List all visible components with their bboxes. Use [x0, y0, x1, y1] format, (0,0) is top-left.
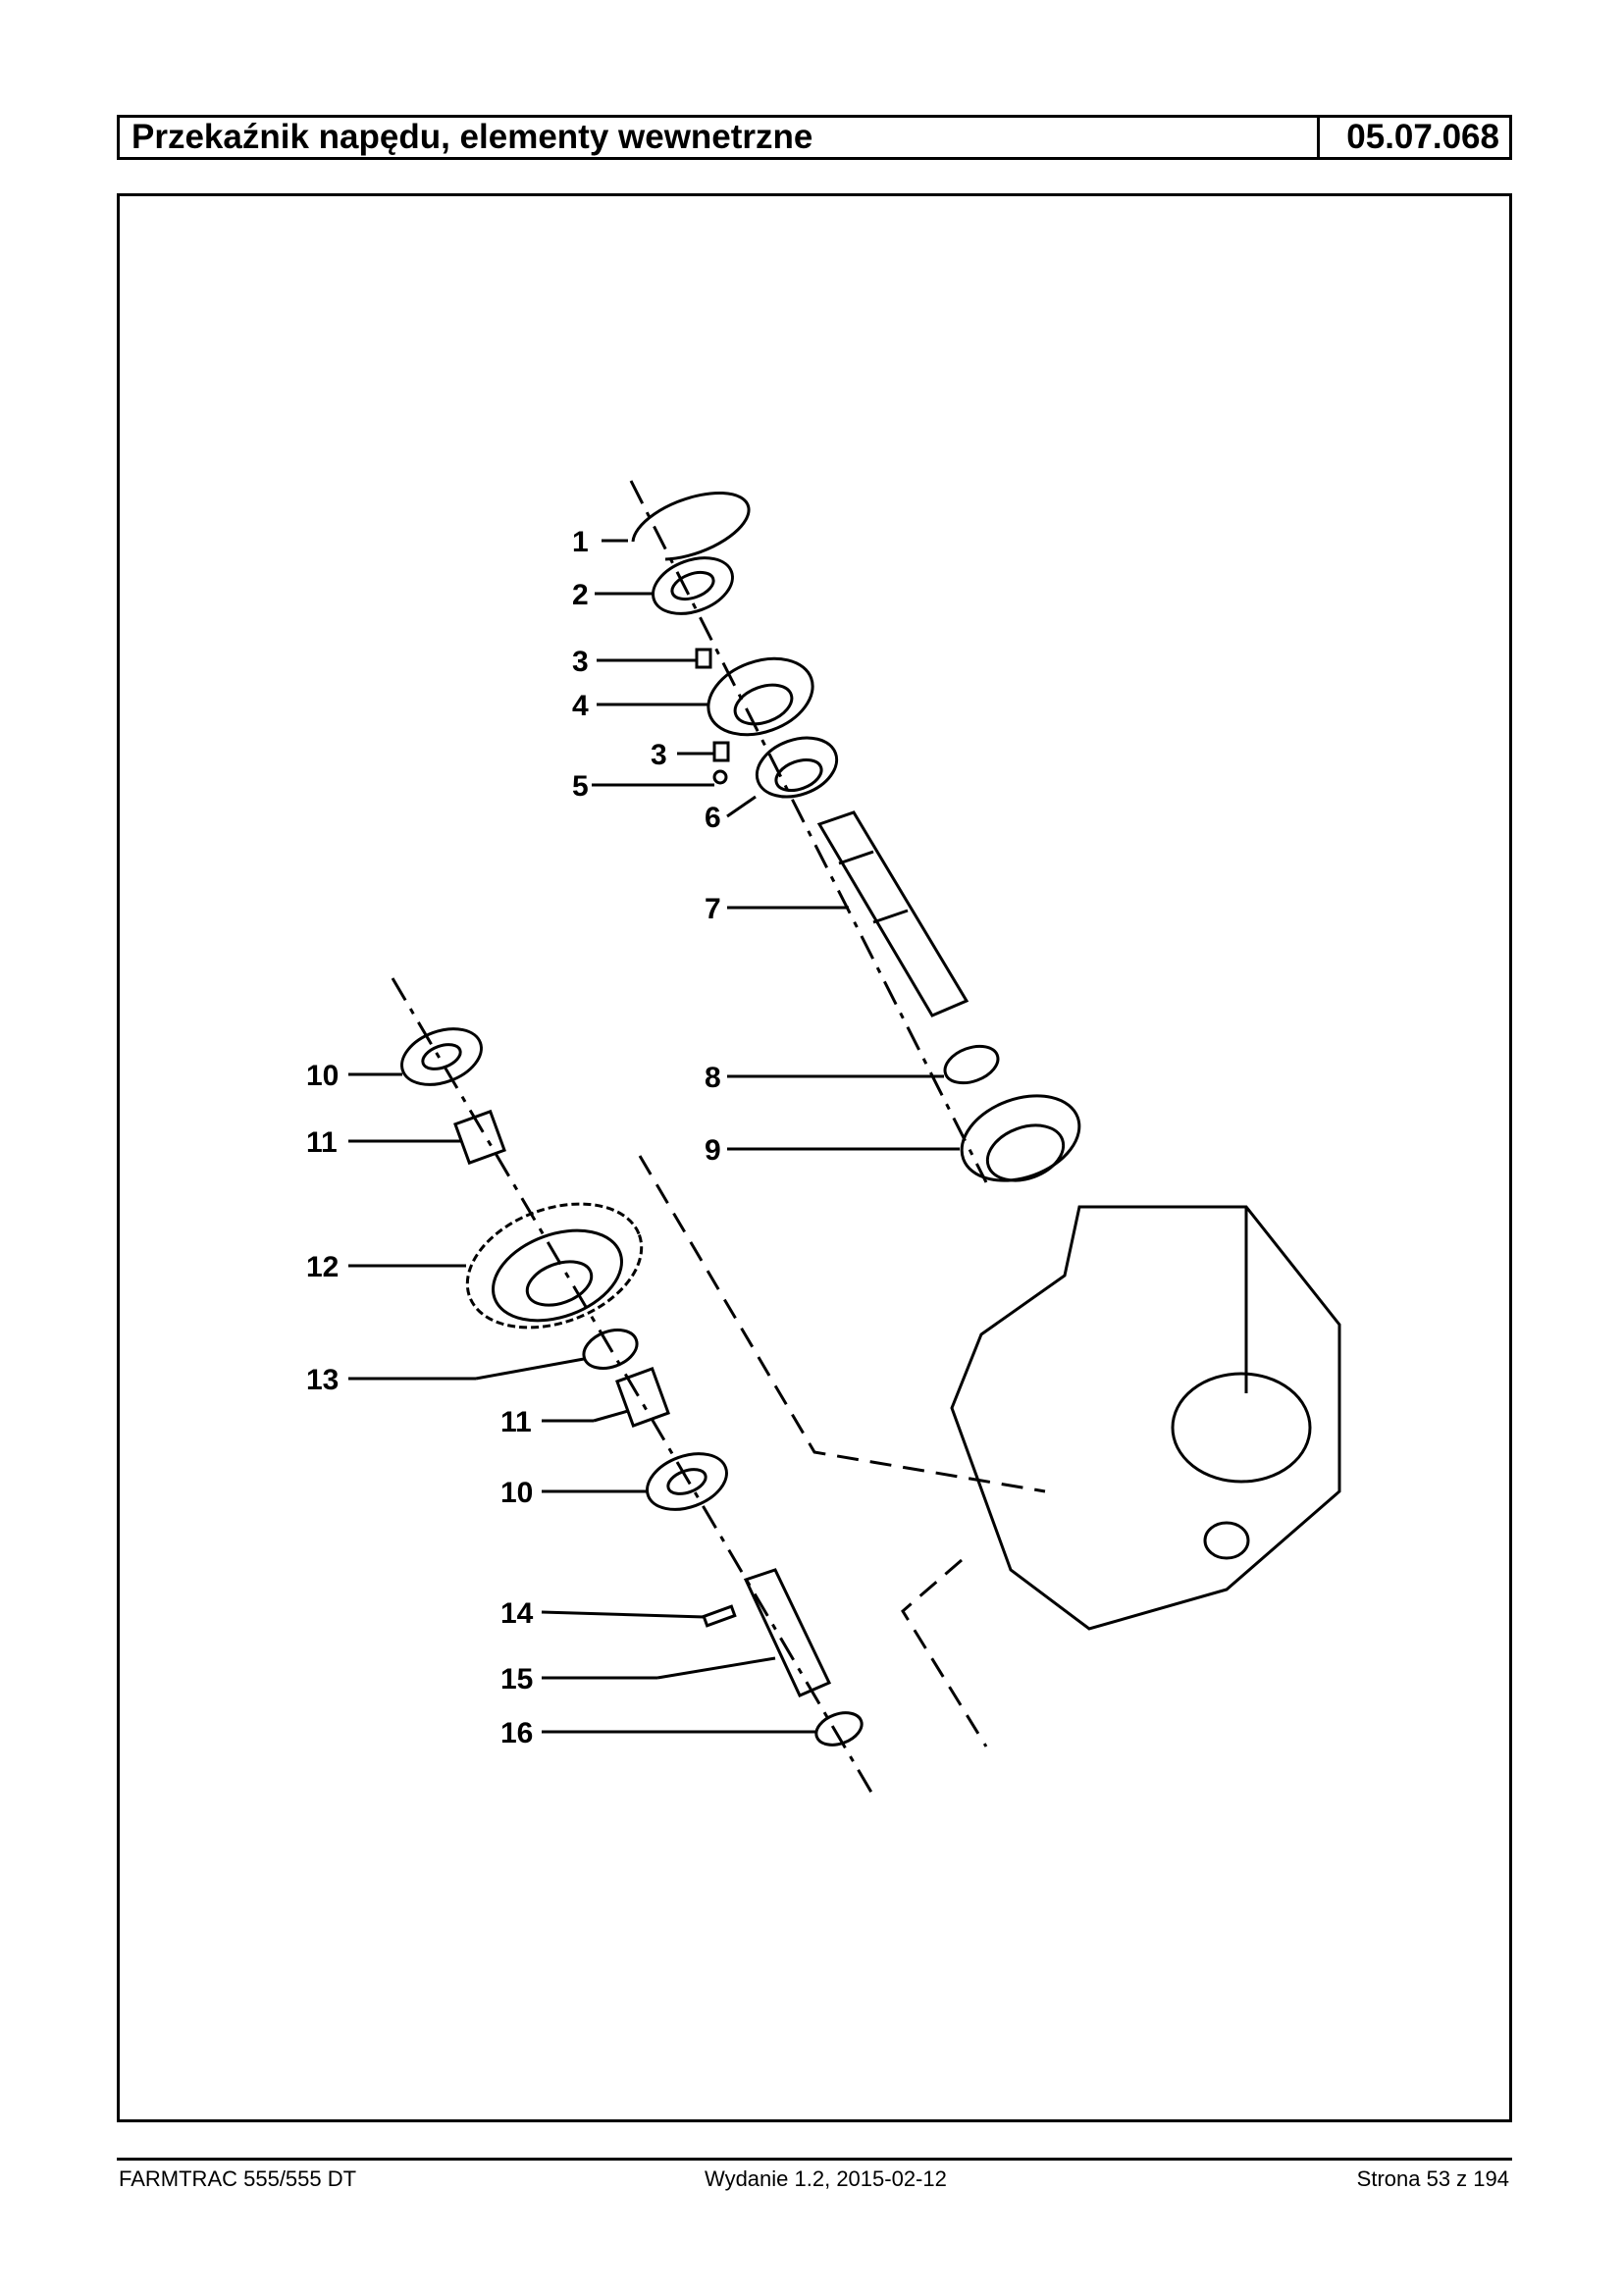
ball-part	[712, 769, 728, 785]
callout-11b: 11	[500, 1406, 532, 1438]
washer-part	[652, 556, 734, 615]
callout-7: 7	[705, 893, 721, 925]
footer-model: FARMTRAC 555/555 DT	[119, 2166, 357, 2191]
callout-1: 1	[572, 526, 589, 558]
thrust-washer-part	[943, 1044, 1000, 1085]
thrust-washer-top-part	[400, 1027, 483, 1086]
upper-axis-line	[629, 480, 988, 1183]
callout-9: 9	[705, 1134, 721, 1167]
spring-part	[695, 648, 712, 669]
idler-shaft-part	[743, 1568, 832, 1697]
pin-part	[702, 1604, 737, 1628]
callout-8: 8	[705, 1062, 721, 1094]
callout-14: 14	[500, 1597, 534, 1630]
footer-edition: Wydanie 1.2, 2015-02-12	[705, 2166, 947, 2191]
circlip-lower-part	[814, 1711, 864, 1747]
housing-guide-line-2	[901, 1558, 988, 1747]
drive-gear-part	[960, 1094, 1081, 1182]
callout-10: 10	[306, 1060, 339, 1092]
callout-3: 3	[572, 646, 589, 678]
page-title: Przekaźnik napędu, elementy wewnetrzne	[131, 118, 813, 156]
footer-page-number: Strona 53 z 194	[1356, 2166, 1509, 2191]
housing-bore	[1171, 1372, 1312, 1484]
callout-2: 2	[572, 579, 589, 611]
spacer-washer-part	[582, 1329, 639, 1370]
main-shaft-part	[816, 810, 969, 1017]
dog-clutch-part	[755, 736, 839, 799]
callout-5: 5	[572, 770, 589, 803]
callout-10b: 10	[500, 1477, 533, 1509]
callout-15: 15	[500, 1663, 533, 1695]
callout-13: 13	[306, 1364, 339, 1396]
callout-4: 4	[572, 690, 589, 722]
page-header: Przekaźnik napędu, elementy wewnetrzne 0…	[117, 115, 1512, 160]
housing-guide-line	[638, 1155, 1046, 1493]
callout-11: 11	[306, 1126, 338, 1159]
callout-12: 12	[306, 1251, 339, 1283]
section-code: 05.07.068	[1317, 118, 1509, 157]
lower-axis-line	[391, 977, 875, 1797]
footer-rule	[117, 2158, 1512, 2161]
diagram-frame	[117, 193, 1512, 2122]
callout-6: 6	[705, 802, 721, 834]
circlip-part	[631, 492, 751, 561]
callout-3b: 3	[651, 739, 667, 771]
idler-gear-part	[465, 1202, 644, 1330]
needle-bearing-part	[453, 1109, 506, 1166]
thrust-washer-bottom-part	[646, 1452, 728, 1511]
gearbox-housing-part	[950, 1205, 1341, 1631]
callout-16: 16	[500, 1717, 533, 1749]
synchro-hub-part	[707, 656, 814, 737]
